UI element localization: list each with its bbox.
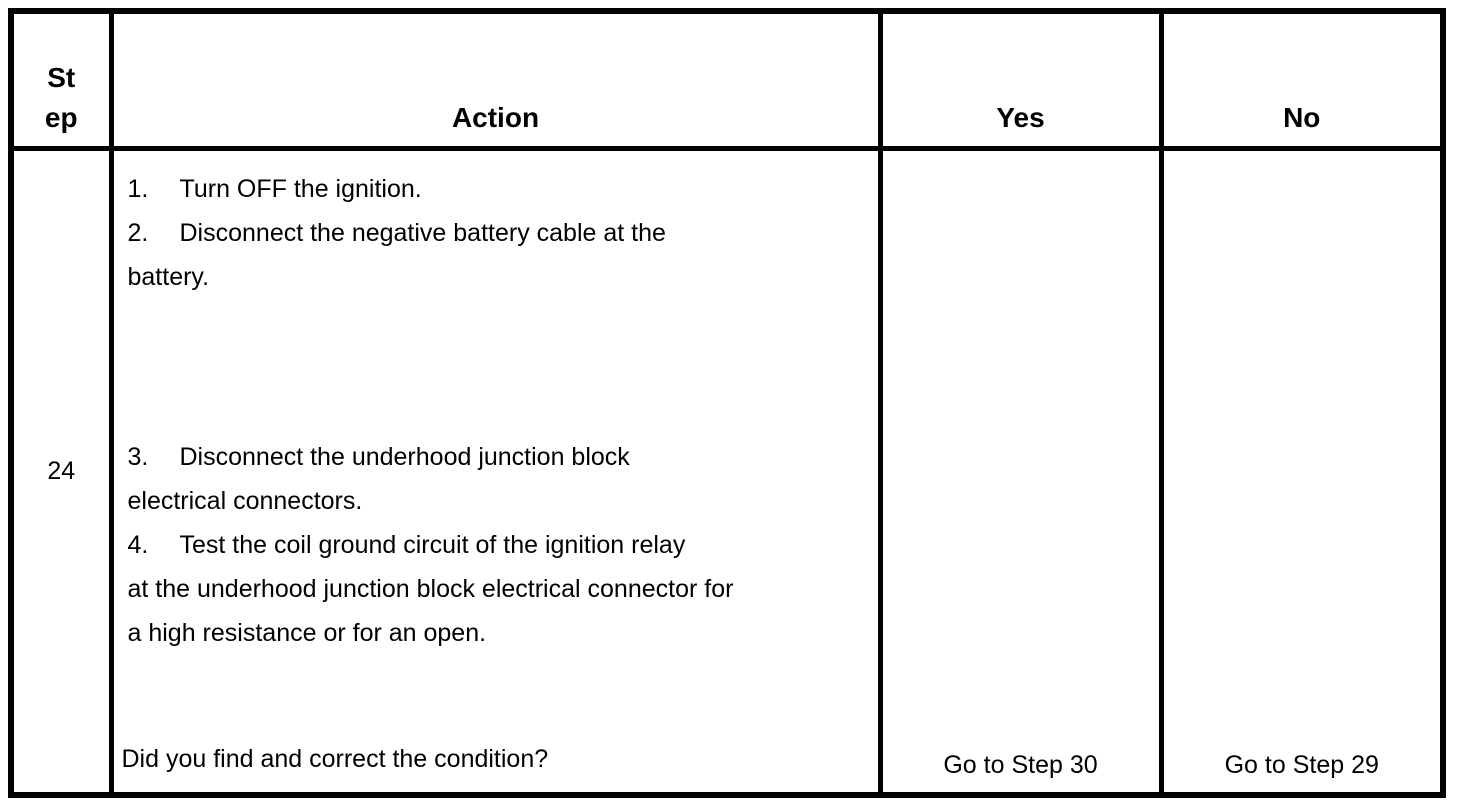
action-line: at the underhood junction block electric… [127, 574, 734, 603]
item-number: 1. [127, 174, 149, 203]
action-cell: 1. Turn OFF the ignition. 2. Disconnect th… [108, 145, 883, 798]
action-line: 3. Disconnect the underhood junction bloc… [128, 435, 854, 479]
item-number: 4. [127, 530, 149, 559]
step-header-line-1: St [47, 61, 76, 93]
action-line: a high resistance or for an open. [127, 618, 487, 647]
column-header-action: Action [108, 8, 883, 151]
action-question: Did you find and correct the condition? [121, 744, 549, 773]
item-text: Test the coil ground circuit of the igni… [179, 530, 686, 559]
item-text: Disconnect the underhood junction block [179, 442, 630, 471]
item-text: Disconnect the negative battery cable at… [179, 218, 666, 247]
column-header-yes: Yes [877, 8, 1164, 151]
action-line: battery. [127, 262, 210, 291]
diagnostic-step-table: St ep Action Yes No 24 1. Turn OFF the ig… [8, 8, 1446, 798]
action-item-3: 3. Disconnect the underhood junction bloc… [122, 435, 854, 523]
action-line: 2. Disconnect the negative battery cable … [128, 211, 854, 255]
no-cell: Go to Step 29 [1158, 145, 1446, 798]
action-line: 4. Test the coil ground circuit of the ig… [128, 523, 854, 567]
column-header-no: No [1158, 8, 1446, 151]
item-number: 3. [127, 442, 149, 471]
action-item-4: 4. Test the coil ground circuit of the ig… [122, 523, 854, 655]
item-text: Turn OFF the ignition. [179, 174, 422, 203]
action-line: 1. Turn OFF the ignition. [128, 167, 854, 211]
yes-cell: Go to Step 30 [877, 145, 1164, 798]
column-header-step: St ep [8, 8, 114, 151]
step-header-line-2: ep [44, 101, 78, 133]
action-item-2: 2. Disconnect the negative battery cable … [122, 211, 854, 299]
item-number: 2. [127, 218, 149, 247]
step-number-cell: 24 [8, 145, 114, 798]
action-item-1: 1. Turn OFF the ignition. [122, 167, 854, 211]
table-row-step-24: 24 1. Turn OFF the ignition. 2. Disconnect… [8, 145, 1446, 798]
header-row: St ep Action Yes No [8, 8, 1446, 151]
action-line: electrical connectors. [127, 486, 363, 515]
